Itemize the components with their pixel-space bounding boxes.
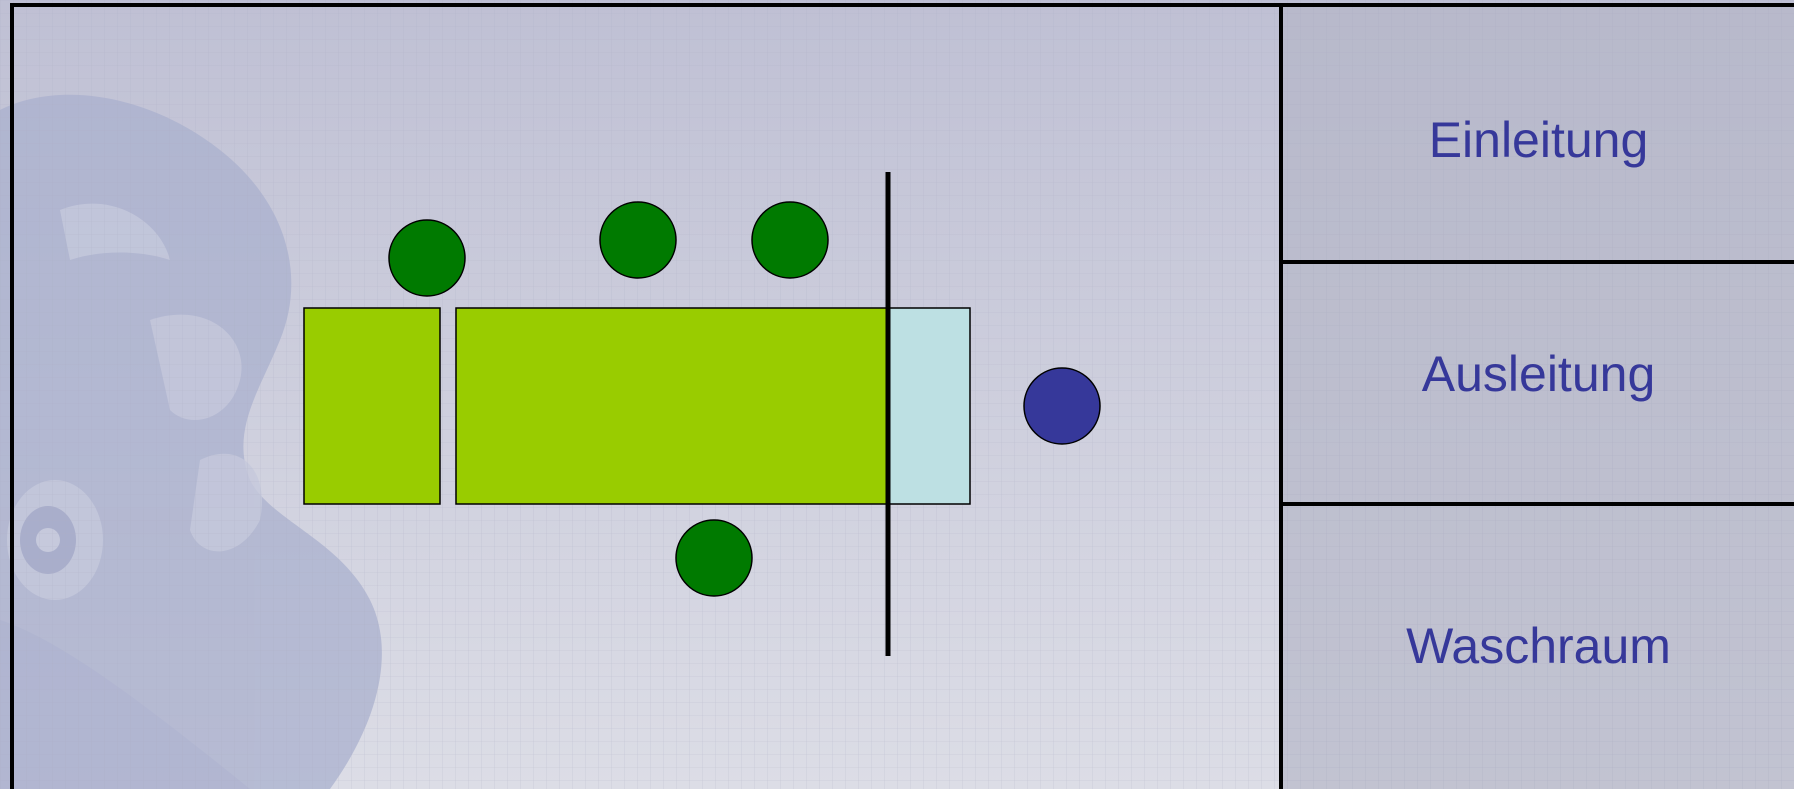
staff-marker-icon (751, 201, 829, 279)
patient-marker-icon (1023, 367, 1101, 445)
room-label-ausleitung: Ausleitung (1421, 346, 1656, 402)
room-label-einleitung: Einleitung (1428, 112, 1649, 168)
staff-marker-icon (388, 219, 466, 297)
room-label-waschraum: Waschraum (1406, 618, 1671, 674)
side-table (886, 307, 971, 505)
small-table (303, 307, 441, 505)
side-panel-grid (1281, 5, 1794, 789)
operating-table (455, 307, 888, 505)
staff-marker-icon (599, 201, 677, 279)
staff-marker-icon (675, 519, 753, 597)
